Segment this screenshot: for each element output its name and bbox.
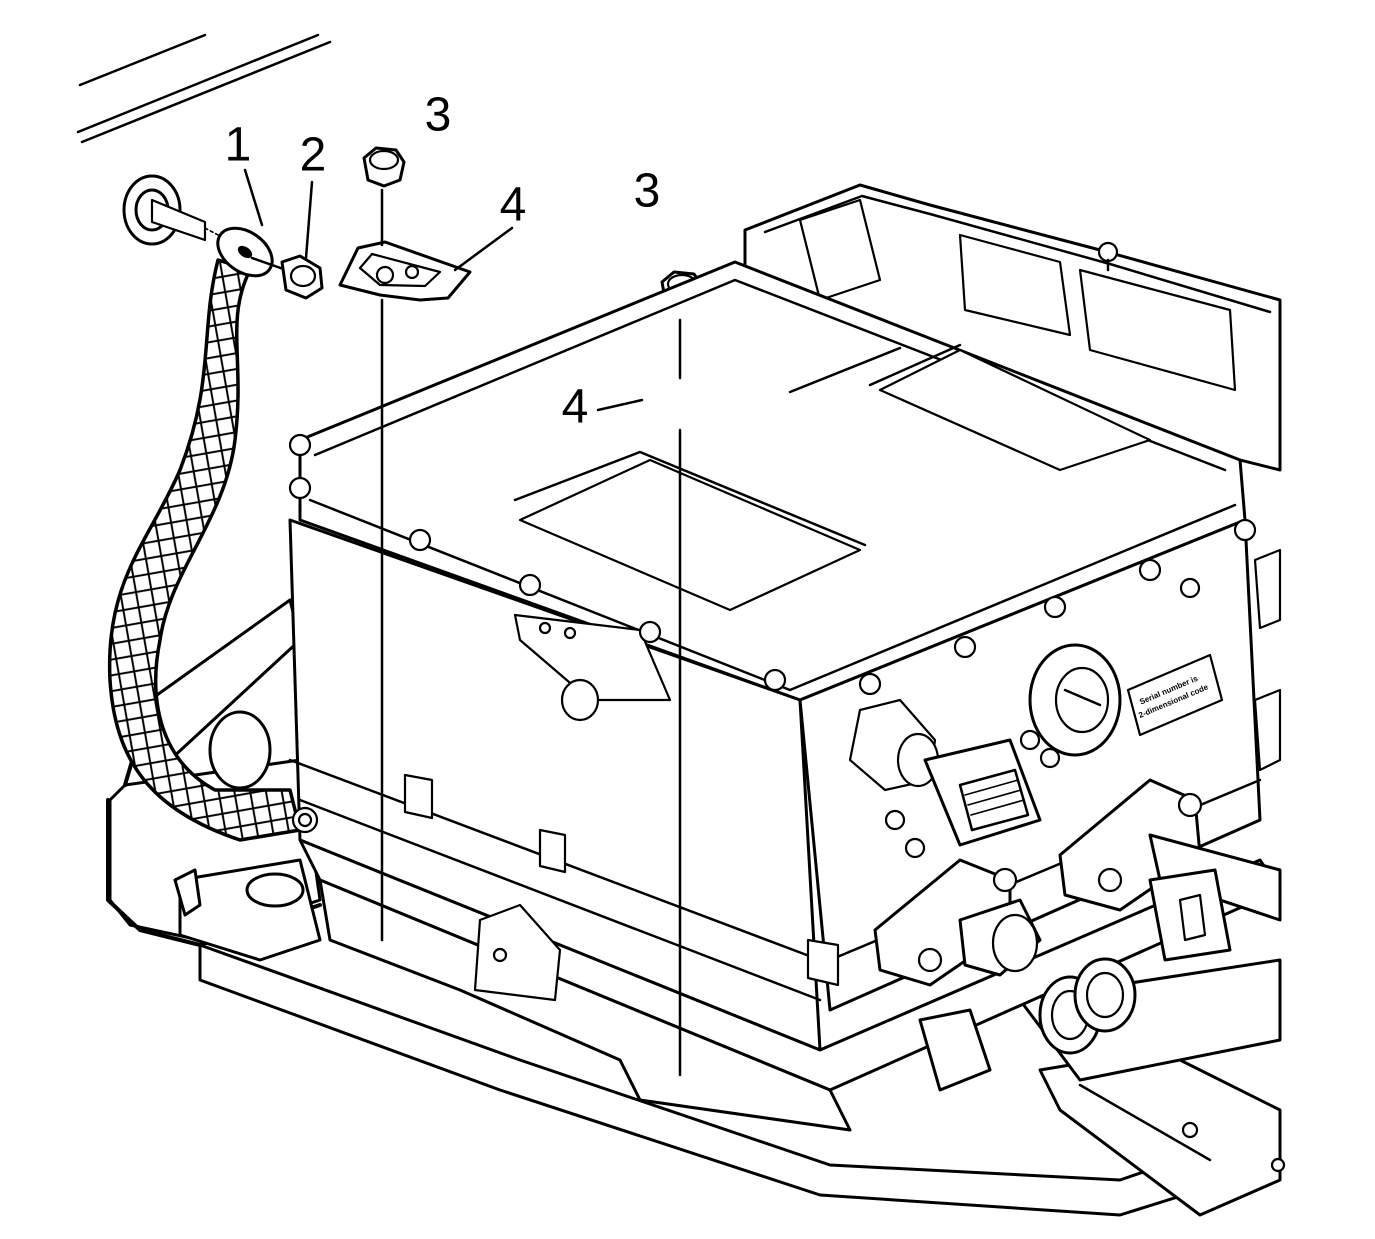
callout-4-mid: 4 <box>562 381 589 434</box>
callout-3-right: 3 <box>634 165 661 218</box>
callout-4-top: 4 <box>500 179 527 232</box>
mounting-frame <box>106 598 1286 1217</box>
bracket-left <box>338 240 472 302</box>
callout-leaders <box>243 168 644 412</box>
vehicle-body-lines <box>76 33 332 144</box>
callout-1: 1 <box>225 119 252 172</box>
ground-strap <box>107 258 302 842</box>
inverter-module <box>288 183 1282 1132</box>
ground-bolt <box>122 174 236 246</box>
callout-labels: 1 2 3 3 4 4 <box>225 89 661 434</box>
bracket-nut-left <box>362 146 406 188</box>
ground-nut <box>280 254 324 300</box>
callout-2: 2 <box>300 129 327 182</box>
ring-terminal <box>216 226 294 278</box>
callout-3-left: 3 <box>425 89 452 142</box>
installation-axis-lines <box>380 188 682 1077</box>
